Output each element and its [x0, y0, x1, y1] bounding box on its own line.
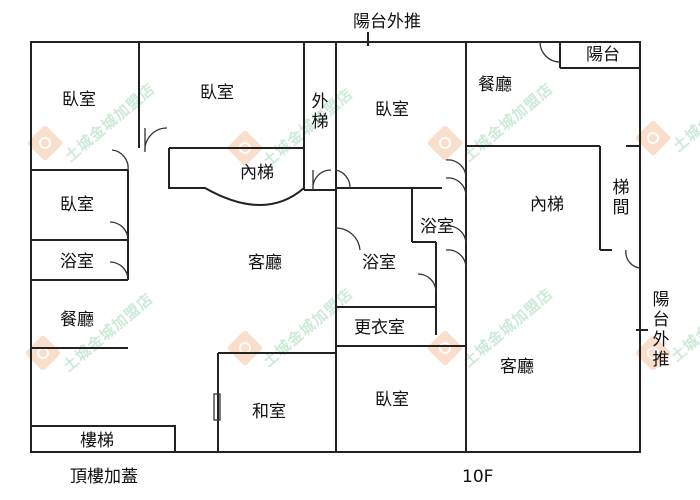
left-bedroom-2-label: 臥室: [200, 83, 234, 103]
right-bathroom-2-label: 浴室: [362, 253, 396, 273]
right-living-label: 客廳: [500, 357, 534, 377]
left-dining-label: 餐廳: [60, 310, 94, 330]
left-living-label: 客廳: [248, 253, 282, 273]
left-inner-stairs-label: 內梯: [240, 163, 274, 183]
left-bedroom-1-label: 臥室: [62, 90, 96, 110]
right-bedroom-2-label: 臥室: [375, 390, 409, 410]
left-unit-caption: 頂樓加蓋: [70, 467, 138, 487]
right-stairwell-label: 梯間: [612, 178, 630, 218]
left-staircase-label: 樓梯: [80, 431, 114, 451]
balcony-top-label: 陽台外推: [353, 12, 421, 32]
right-inner-stairs-label: 內梯: [530, 195, 564, 215]
left-bathroom-label: 浴室: [60, 252, 94, 272]
balcony-right-label: 陽台外推: [652, 290, 670, 370]
right-dressing-label: 更衣室: [354, 318, 405, 338]
right-balcony-label: 陽台: [586, 45, 620, 65]
door-swings: [109, 41, 641, 421]
right-unit-caption: 10F: [462, 467, 494, 487]
left-outer-stairs-label: 外梯: [311, 92, 329, 132]
left-tatami-label: 和室: [252, 402, 286, 422]
staircase-wall: [30, 425, 176, 453]
right-bathroom-1-label: 浴室: [420, 217, 454, 237]
right-bedroom-1-label: 臥室: [375, 100, 409, 120]
left-bedroom-3-label: 臥室: [60, 195, 94, 215]
right-dining-label: 餐廳: [478, 75, 512, 95]
inner-stairs-wall: [168, 148, 305, 206]
